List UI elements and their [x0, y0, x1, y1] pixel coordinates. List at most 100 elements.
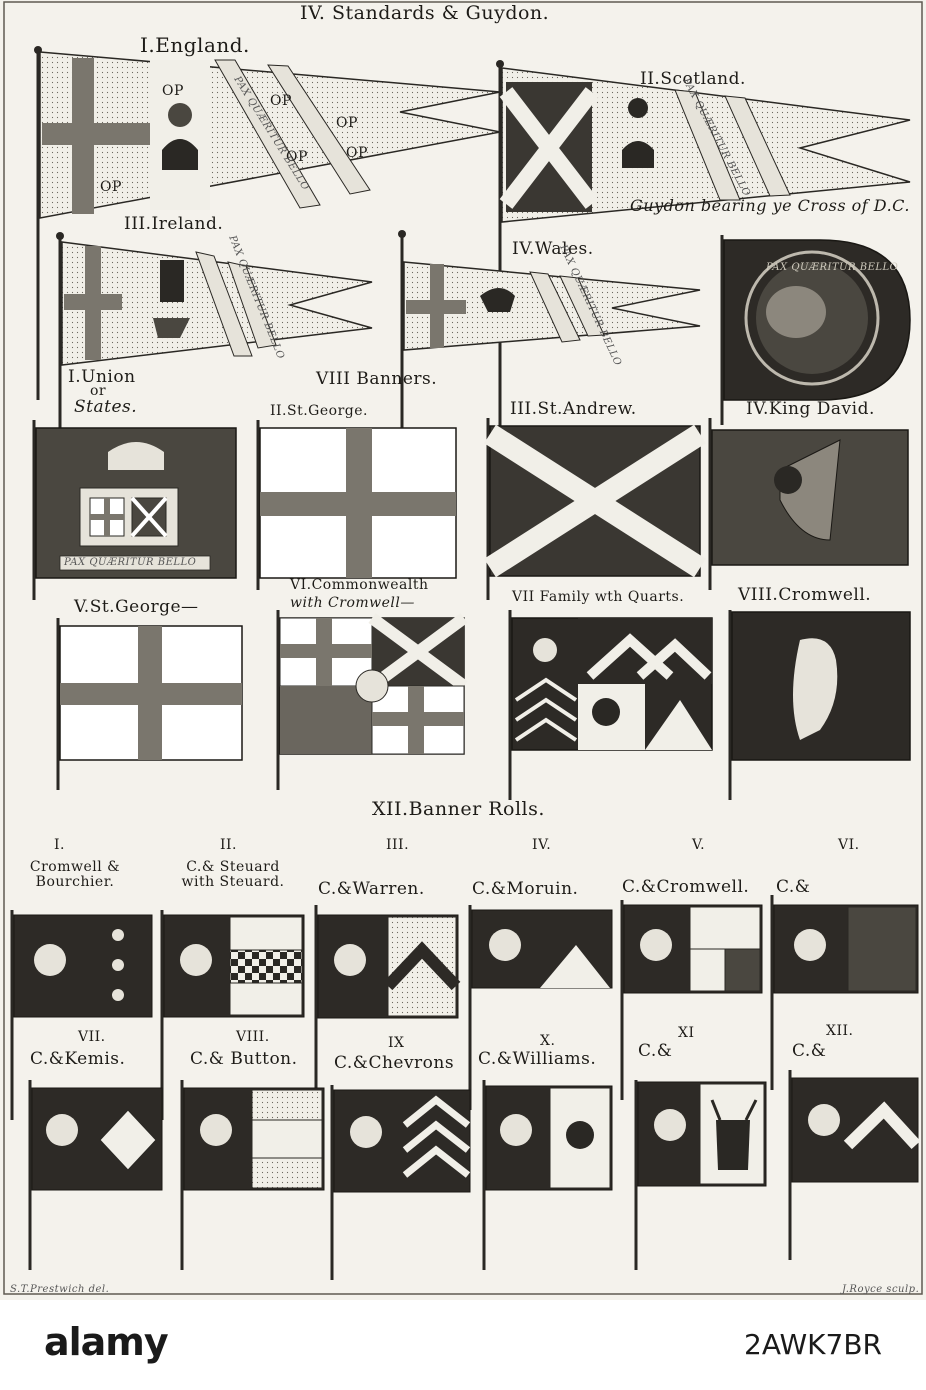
banners-heading: VIII Banners. — [316, 369, 438, 389]
roll-8 — [180, 1080, 325, 1270]
roll-name: C.&Williams. — [478, 1049, 597, 1069]
crown-icon — [622, 141, 654, 168]
alamy-logo: alamy — [44, 1320, 169, 1364]
dragon-icon — [766, 286, 826, 338]
label-banner-st-george-v: V.St.George— — [74, 597, 199, 617]
roll-numeral: III. — [386, 837, 410, 853]
label-wales: IV.Wales. — [512, 239, 594, 259]
lion-rampant-icon — [640, 929, 672, 961]
banner-st-andrew — [484, 418, 706, 600]
saltire — [499, 87, 599, 209]
watermark-bar: alamy 2AWK7BR — [0, 1300, 926, 1390]
dragon-icon — [480, 288, 515, 312]
roll-numeral: IV. — [532, 837, 552, 853]
banner-king-david — [708, 418, 909, 590]
lion-crest-icon — [628, 98, 648, 118]
crown-icon — [162, 139, 198, 170]
roll-4 — [468, 905, 613, 1110]
roll-numeral: X. — [540, 1033, 556, 1049]
roll-numeral: VI. — [838, 837, 860, 853]
roll-10 — [482, 1080, 613, 1270]
label-banner-st-george: II.St.George. — [270, 403, 368, 419]
roll-numeral: IX — [388, 1035, 405, 1051]
roll-6 — [770, 895, 919, 1090]
roll-name: C.&Moruin. — [472, 879, 579, 899]
banner-union — [32, 420, 237, 600]
roll-name: C.& — [638, 1041, 673, 1061]
roll-name: C.&Chevrons — [334, 1053, 455, 1073]
roll-numeral: XI — [678, 1025, 695, 1041]
roll-9 — [330, 1085, 471, 1280]
lion-rampant-icon — [334, 944, 366, 976]
roll-name: C.&Warren. — [318, 879, 425, 899]
plate-title: IV. Standards & Guydon. — [300, 2, 550, 24]
roll-name: C.& Button. — [190, 1049, 298, 1069]
crown-icon — [108, 442, 164, 470]
plate-border — [3, 1, 923, 1295]
label-england: I.England. — [140, 33, 250, 57]
roll-12 — [788, 1070, 921, 1260]
roll-numeral: V. — [692, 837, 706, 853]
roll-3 — [314, 905, 461, 1110]
roll-name: C.& — [792, 1041, 827, 1061]
lion-rampant-icon — [533, 638, 557, 662]
label-union-or: or — [90, 383, 107, 399]
label-banner-cromwell: VIII.Cromwell. — [738, 585, 872, 605]
credit-left: S.T.Prestwich del. — [10, 1284, 110, 1295]
banner-st-george-v — [56, 618, 243, 790]
lion-rampant-icon — [794, 929, 826, 961]
lion-rampant-icon — [34, 944, 66, 976]
standard-scotland — [496, 60, 911, 450]
label-ireland: III.Ireland. — [124, 214, 224, 234]
label-union-states: States. — [74, 397, 138, 417]
harp-icon — [779, 439, 841, 541]
op-mark: OP — [162, 83, 184, 99]
op-mark: OP — [286, 149, 308, 165]
lion-rampant-icon — [793, 638, 838, 740]
label-banner-commonwealth-1: VI.Commonwealth — [290, 577, 429, 593]
op-mark: OP — [346, 145, 368, 161]
roll-1 — [10, 910, 153, 1120]
standard-wales — [398, 230, 701, 440]
roll-numeral: I. — [54, 837, 65, 853]
label-union: I.Union — [68, 367, 136, 387]
banner-family-quarterings — [508, 610, 713, 800]
guydon-motto: PAX QUÆRITUR BELLO — [766, 262, 899, 273]
label-banner-commonwealth-2: with Cromwell— — [290, 595, 415, 611]
lion-rampant-icon — [46, 1114, 78, 1146]
roll-name: C.& — [776, 877, 811, 897]
roll-numeral: VIII. — [236, 1029, 270, 1045]
credit-right: J.Royce sculp. — [842, 1284, 920, 1295]
roll-numeral: VII. — [78, 1029, 106, 1045]
stag-icon — [716, 1120, 750, 1170]
label-banner-king-david: IV.King David. — [746, 399, 875, 419]
image-id: 2AWK7BR — [744, 1328, 882, 1361]
op-mark: OP — [100, 179, 122, 195]
roll-name: C.&Cromwell. — [622, 877, 750, 897]
banner-st-george — [256, 420, 457, 590]
guydon — [720, 235, 911, 425]
roll-7 — [28, 1080, 163, 1270]
roll-name: C.&Kemis. — [30, 1049, 126, 1069]
union-motto: PAX QUÆRITUR BELLO — [64, 557, 197, 568]
lion-rampant-icon — [654, 1109, 686, 1141]
op-mark: OP — [336, 115, 358, 131]
standard-ireland — [56, 232, 373, 440]
roll-numeral: XII. — [826, 1023, 854, 1039]
label-banner-st-andrew: III.St.Andrew. — [510, 399, 637, 419]
rolls-heading: XII.Banner Rolls. — [372, 798, 545, 820]
roll-numeral: II. — [220, 837, 238, 853]
boar-head-icon — [566, 1121, 594, 1149]
harp-icon — [153, 318, 190, 338]
roll-name: C.& Steuard with Steuard. — [181, 859, 285, 890]
label-scotland: II.Scotland. — [640, 69, 746, 89]
lion-rampant-icon — [200, 1114, 232, 1146]
lion-rampant-icon — [489, 929, 521, 961]
banner-commonwealth — [276, 610, 468, 790]
roll-name: Cromwell & Bourchier. — [29, 859, 121, 890]
tower-icon — [160, 260, 184, 302]
lion-rampant-icon — [180, 944, 212, 976]
lion-rampant-icon — [350, 1116, 382, 1148]
op-mark: OP — [270, 93, 292, 109]
lion-rampant-icon — [808, 1104, 840, 1136]
